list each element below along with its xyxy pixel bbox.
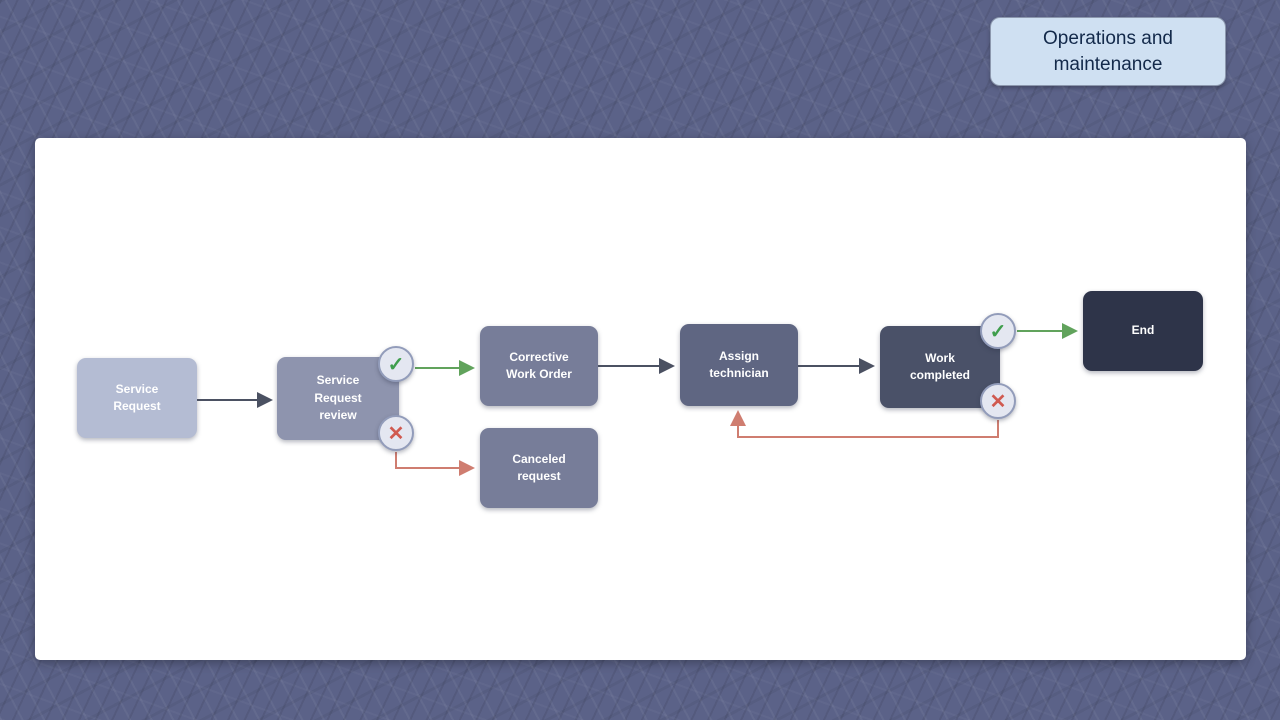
node-label: Assign technician xyxy=(709,348,769,380)
flowchart-panel: Service Request Service Request review C… xyxy=(35,138,1246,660)
cross-icon: ✕ xyxy=(387,422,405,445)
node-label: Service Request review xyxy=(314,373,362,423)
node-service-request: Service Request xyxy=(77,358,197,438)
node-end: End xyxy=(1083,291,1203,371)
check-icon: ✓ xyxy=(989,320,1007,343)
node-assign-technician: Assign technician xyxy=(680,324,798,406)
work-approved-badge: ✓ xyxy=(980,313,1016,349)
node-label: Corrective Work Order xyxy=(506,349,572,381)
slide-title-text: Operations and maintenance xyxy=(1043,28,1173,75)
flow-arrows xyxy=(197,323,1078,476)
review-rejected-badge: ✕ xyxy=(378,415,414,451)
cross-icon: ✕ xyxy=(989,390,1007,413)
node-label: Work completed xyxy=(909,350,970,382)
arrow-work-rejected-to-assign xyxy=(730,410,999,438)
review-approved-badge: ✓ xyxy=(378,346,414,382)
node-label: End xyxy=(1131,323,1155,338)
node-corrective-work-order: Corrective Work Order xyxy=(480,326,598,406)
check-icon: ✓ xyxy=(387,353,405,376)
node-label: Service Request xyxy=(113,381,161,413)
arrow-review-rejected-to-canceled xyxy=(395,452,475,476)
node-canceled-request: Canceled request xyxy=(480,428,598,508)
node-label: Canceled request xyxy=(512,451,566,483)
slide-title-badge: Operations and maintenance xyxy=(990,17,1226,87)
work-rejected-badge: ✕ xyxy=(980,383,1016,419)
